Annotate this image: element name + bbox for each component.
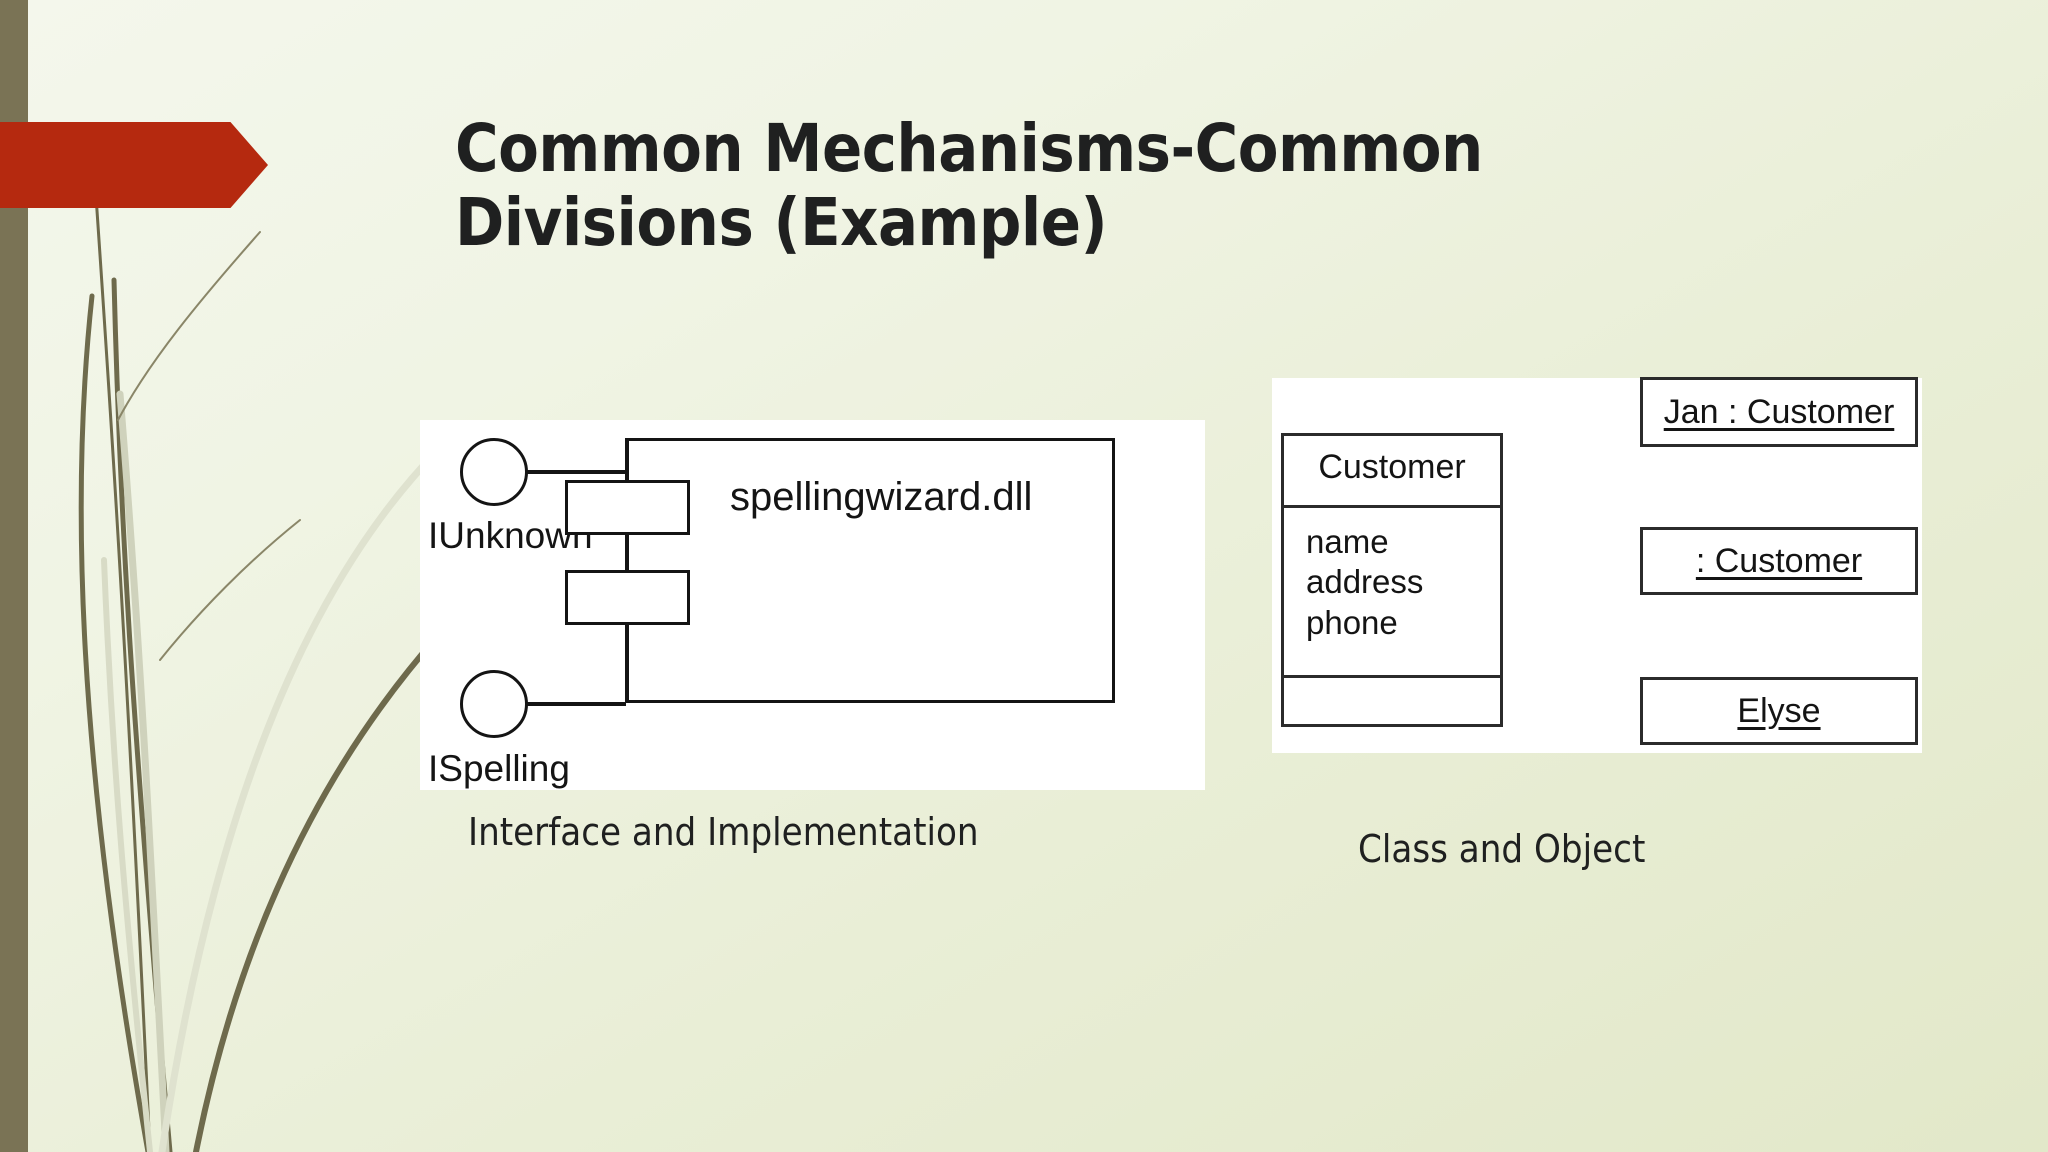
caption-class-object: Class and Object (1358, 827, 1646, 871)
object-box-anonymous: : Customer (1640, 527, 1918, 595)
class-attributes-compartment: name address phone (1284, 508, 1500, 678)
component-body-rect (625, 438, 1115, 703)
object-label-jan: Jan : Customer (1663, 392, 1895, 431)
component-name-label: spellingwizard.dll (730, 475, 1033, 519)
class-attribute-name: name (1306, 523, 1389, 560)
interface-implementation-diagram: IUnknown ISpelling spellingwizard.dll (420, 420, 1205, 790)
object-label-anonymous: : Customer (1695, 541, 1863, 580)
class-name-label: Customer (1318, 448, 1466, 486)
object-label-elyse: Elyse (1737, 691, 1821, 730)
component-tab-lower (565, 570, 690, 625)
class-name-compartment: Customer (1284, 436, 1500, 508)
caption-interface-implementation: Interface and Implementation (468, 810, 979, 854)
iunknown-connector-line (526, 470, 626, 474)
class-attribute-phone: phone (1306, 603, 1398, 641)
ispelling-interface-icon (460, 670, 528, 738)
iunknown-interface-icon (460, 438, 528, 506)
ispelling-connector-line (526, 702, 626, 706)
page-title: Common Mechanisms-Common Divisions (Exam… (455, 110, 1483, 261)
component-tab-upper (565, 480, 690, 535)
object-box-jan: Jan : Customer (1640, 377, 1918, 447)
customer-class-box: Customer name address phone (1281, 433, 1503, 727)
object-box-elyse: Elyse (1640, 677, 1918, 745)
red-banner-arrow (0, 122, 268, 208)
class-attribute-address: address (1306, 563, 1424, 601)
ispelling-label: ISpelling (428, 748, 570, 789)
class-operations-compartment (1284, 678, 1500, 724)
